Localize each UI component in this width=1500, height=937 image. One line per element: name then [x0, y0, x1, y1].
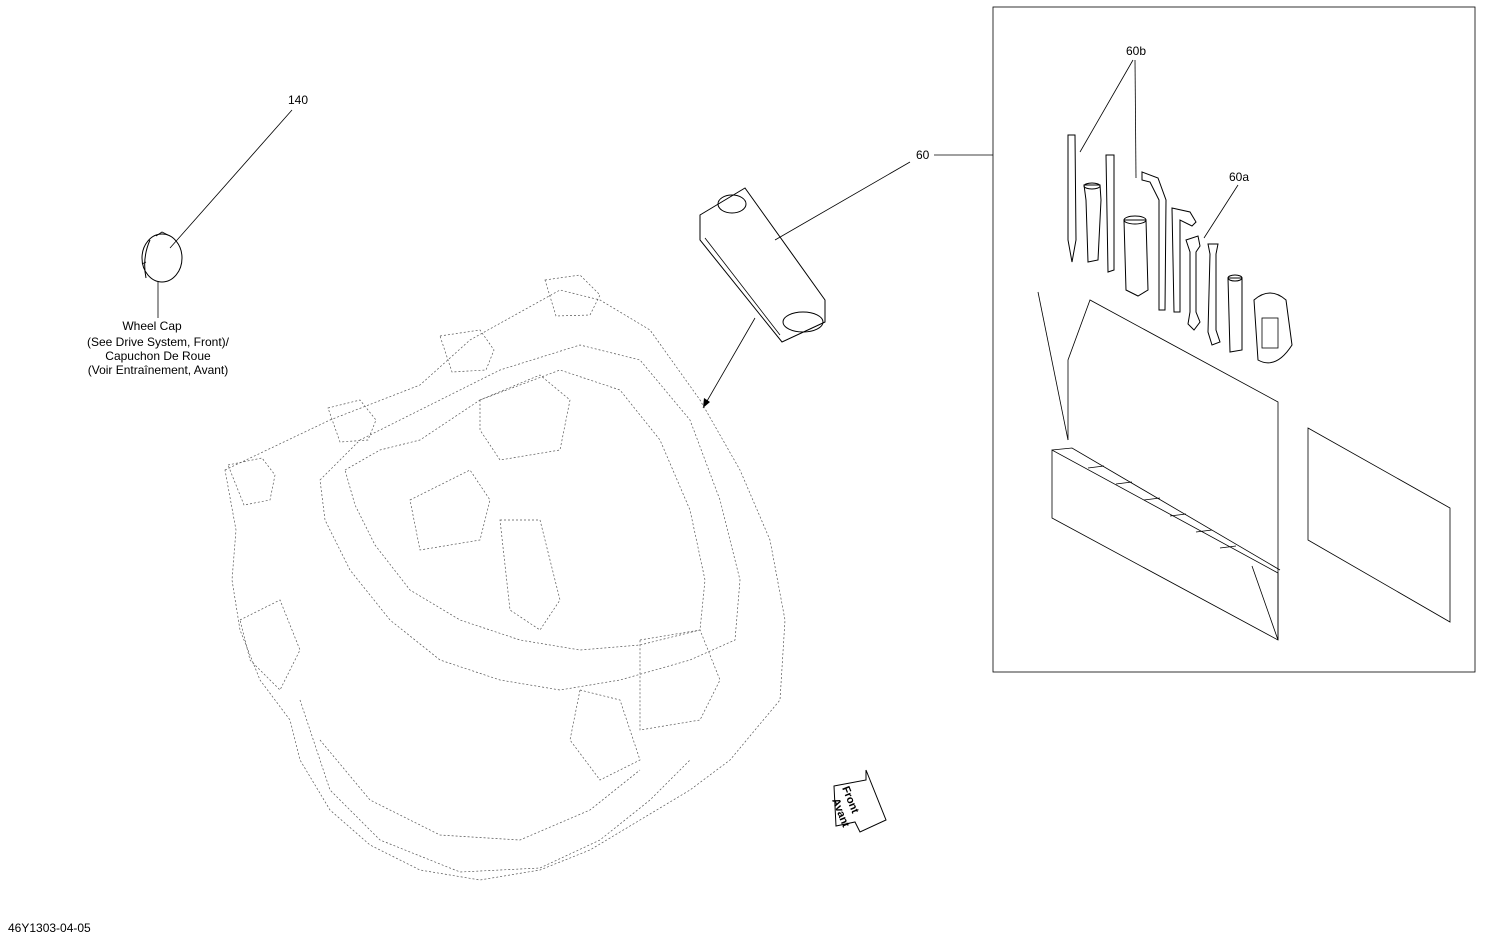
tool-kit-contents [1067, 134, 1293, 364]
leader-line-60-tube [774, 161, 911, 241]
allen-key-short [1171, 207, 1197, 313]
wheel-cap-note: Wheel Cap (See Drive System, Front)/ Cap… [87, 319, 230, 377]
gauge-tool [1253, 292, 1293, 364]
callout-60a: 60a [1229, 170, 1249, 184]
callout-60b: 60b [1126, 44, 1146, 58]
screwdriver-handle [1123, 219, 1149, 297]
tool-kit-tube [699, 187, 826, 343]
socket-tool [1083, 184, 1102, 263]
open-end-wrench [1185, 235, 1201, 331]
storage-compartment [224, 274, 786, 881]
front-direction-arrow: Front Avant [829, 769, 887, 833]
tube-to-storage-arrow [702, 317, 756, 409]
bit-driver [1105, 154, 1115, 273]
tool-kit-detail-box [992, 6, 1476, 673]
tube-to-storage-arrowhead [703, 398, 710, 408]
callout-140: 140 [288, 93, 308, 107]
wheel-cap-part [141, 231, 183, 283]
leader-line-140 [169, 109, 293, 249]
leader-line-60b-b [1134, 59, 1137, 179]
wheel-cap-note-line4: (Voir Entraînement, Avant) [88, 363, 229, 377]
screwdriver-long [1067, 134, 1077, 263]
owners-manual [1307, 427, 1451, 623]
leader-line-60b-a [1079, 59, 1134, 153]
wheel-cap-note-line1: Wheel Cap [122, 319, 182, 333]
figure-code: 46Y1303-04-05 [8, 921, 91, 935]
leader-line-60a [1203, 184, 1239, 239]
wheel-cap-note-line3: Capuchon De Roue [105, 349, 211, 363]
wheel-cap-note-line2: (See Drive System, Front)/ [87, 335, 230, 349]
combination-wrench [1207, 243, 1221, 346]
tool-kit-tray [1037, 291, 1281, 641]
allen-key-long [1141, 171, 1167, 311]
callout-60: 60 [916, 148, 930, 162]
spark-plug-socket [1227, 277, 1243, 353]
